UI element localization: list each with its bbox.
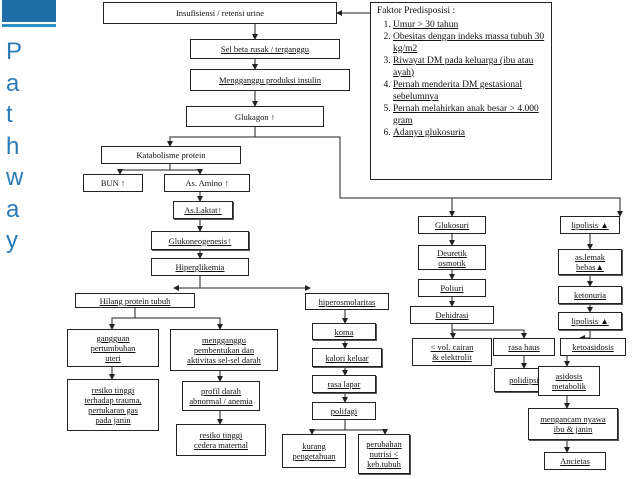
title-letter: y: [6, 227, 18, 254]
connector: [450, 324, 456, 339]
node-resiko-trauma: resiko tinggi terhadap trauma, pertukara…: [67, 379, 159, 431]
connector: [167, 127, 256, 147]
title-letter: h: [6, 132, 20, 160]
node-insufisiensi: Insufisiensi / retensi urine: [103, 2, 337, 24]
node-profil-darah: profil darah abnormal / anemia: [182, 381, 260, 411]
node-hiperosmolaritas: hiperosmolaritas: [305, 293, 389, 310]
node-as-amino: As. Amino ↑: [164, 174, 250, 192]
node-glukagon: Glukagon ↑: [186, 106, 324, 127]
node-deuretik: Deuretik osmotik: [418, 245, 486, 270]
node-glukoneogenesis: Glukoneogenesis↑: [151, 231, 249, 250]
node-hiperglikemia: Hiperglikemia: [151, 258, 249, 276]
connector: [117, 164, 171, 175]
node-hilang-protein: Hilang protein tubuh: [75, 293, 195, 308]
node-bun: BUN ↑: [83, 174, 143, 192]
factor-item: Pernah menderita DM gestasional sebelumn…: [393, 80, 545, 103]
node-mengganggu-sel: mengganggu pembentukan dan aktivitas sel…: [170, 329, 278, 371]
connector: [345, 429, 388, 435]
factors-title: Faktor Predisposisi :: [377, 6, 456, 16]
predisposition-factors-box: Faktor Predisposisi : Umur > 30 tahun Ob…: [370, 2, 552, 180]
title-letter: a: [6, 69, 20, 97]
node-gangguan-pertumbuhan: gangguan pertumbuhan uteri: [67, 329, 159, 367]
node-lipolisis-2: lipolisis ▲: [558, 312, 622, 330]
node-katabolisme: Katabolisme protein: [101, 146, 241, 164]
node-ancietas: Ancietas: [544, 452, 606, 470]
slide-title-vertical: P a t h w a y: [6, 36, 36, 257]
accent-bar: [2, 0, 56, 27]
node-dehidrasi: Dehidrasi: [410, 306, 494, 324]
node-resiko-cedera: resiko tinggi cedera maternal: [176, 424, 266, 456]
factors-list: Umur > 30 tahun Obesitas dengan indeks m…: [377, 20, 545, 140]
connector: [309, 420, 346, 435]
factor-item: Pernah melahirkan anak besar > 4.000 gra…: [393, 104, 545, 127]
title-letter: a: [6, 195, 20, 223]
factor-item: Umur > 30 tahun: [393, 20, 545, 32]
connector: [255, 136, 623, 217]
connector: [170, 169, 203, 175]
node-ketonuria: ketonuria: [558, 286, 622, 304]
node-mengganggu-insulin: Mengganggu produksi insulin: [190, 69, 350, 91]
node-asidosis: asidosis metabolik: [538, 366, 600, 396]
node-kalori-keluar: kalori keluar: [312, 348, 382, 367]
connector: [135, 317, 223, 330]
node-koma: koma: [312, 323, 376, 340]
factor-item: Obesitas dengan indeks massa tubuh 30 kg…: [393, 32, 545, 55]
sidebar: P a t h w a y: [0, 0, 58, 479]
connector: [452, 329, 527, 339]
factor-item: Adanya glukosuria: [393, 128, 545, 140]
node-mengancam: mengancam nyawa ibu & janin: [528, 408, 618, 440]
title-letter: t: [6, 101, 13, 128]
connector: [109, 308, 136, 330]
title-letter: P: [6, 38, 23, 65]
node-polifagi: polifagi: [312, 402, 376, 420]
node-glukosuri: Glukosuri: [418, 216, 486, 234]
node-kurang-pengetahuan: kurang pengetahuan: [282, 434, 346, 468]
node-poliuri: Poliuri: [418, 279, 486, 297]
node-lipolisis-top: lipolisis ▲: [560, 216, 620, 234]
node-perubahan-nutrisi: perubahan nutrisi < keb.tubuh: [358, 434, 410, 474]
connector: [579, 330, 591, 341]
node-as-lemak: as.lemak bebas▲: [558, 249, 622, 275]
node-sel-beta: Sel beta rusak / terganggu: [190, 39, 340, 59]
connector: [173, 276, 201, 291]
node-rasa-haus: rasa haus: [493, 338, 555, 356]
node-vol-cairan: < vol. cairan & elektrolit: [412, 338, 492, 366]
title-letter: w: [6, 164, 24, 191]
node-as-laktat: As.Laktat↑: [173, 201, 233, 219]
node-rasa-lapar: rasa lapar: [312, 375, 376, 393]
factor-item: Riwayat DM pada keluarga (ibu atau ayah): [393, 56, 545, 79]
node-ketoasidosis: ketoasidosis: [560, 338, 626, 356]
